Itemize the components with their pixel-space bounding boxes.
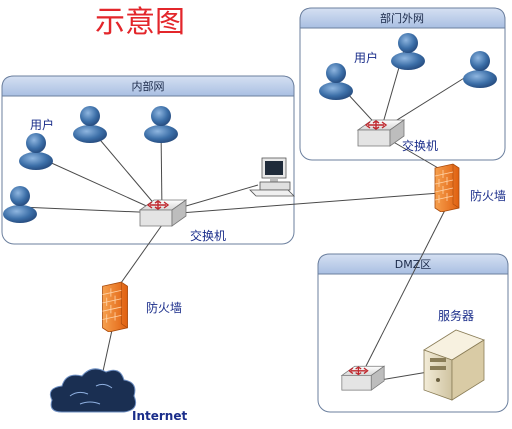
internal-users-label: 用户 bbox=[30, 117, 54, 132]
diagram-title: 示意图 bbox=[95, 5, 185, 40]
link-switch-user2 bbox=[89, 127, 163, 214]
internet-cloud-icon bbox=[49, 368, 137, 413]
server-label: 服务器 bbox=[438, 308, 474, 323]
link-dmzswitch-server bbox=[379, 371, 429, 381]
external-network-zone: 部门外网 bbox=[299, 7, 506, 161]
link-extswitch-firewall bbox=[389, 139, 446, 173]
external-switch-label: 交换机 bbox=[402, 138, 438, 153]
server-tower-icon bbox=[423, 329, 485, 401]
brick-firewall-icon bbox=[434, 163, 460, 212]
desktop-computer-icon bbox=[249, 157, 295, 197]
external-network-title: 部门外网 bbox=[380, 11, 424, 25]
link-switch-user1 bbox=[35, 155, 163, 214]
internal-network-title: 内部网 bbox=[132, 79, 165, 93]
external-users-label: 用户 bbox=[354, 50, 378, 65]
link-switch-firewall-bottom bbox=[115, 224, 163, 291]
internet-label: Internet bbox=[132, 409, 187, 423]
brick-firewall-icon bbox=[102, 281, 129, 332]
link-switch-firewall-right bbox=[179, 192, 441, 214]
link-switch-user4 bbox=[19, 206, 163, 214]
internal-network-zone: 内部网 bbox=[1, 75, 295, 245]
bottom-firewall-label: 防火墙 bbox=[146, 300, 182, 315]
internal-switch-label: 交换机 bbox=[190, 228, 226, 243]
link-firewall-dmzswitch bbox=[362, 209, 446, 373]
right-firewall-label: 防火墙 bbox=[470, 188, 506, 203]
dmz-title: DMZ区 bbox=[395, 258, 432, 271]
